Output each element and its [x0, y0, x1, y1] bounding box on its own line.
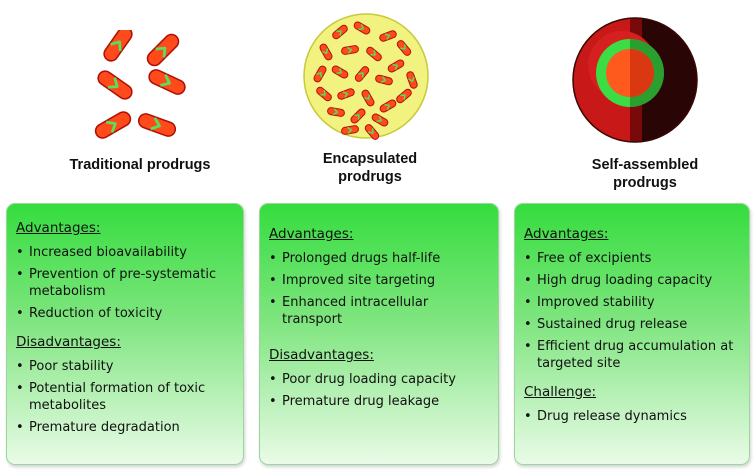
panel-self-assembled-prodrugs: Advantages: Free of excipients High drug…	[514, 203, 750, 465]
prodrug-capsule-icon	[341, 125, 359, 135]
prodrug-capsule-icon	[406, 71, 418, 89]
list-item: Sustained drug release	[524, 316, 741, 333]
prodrug-capsule-icon	[146, 33, 180, 67]
advantages-heading: Advantages:	[269, 226, 354, 242]
list-item: Premature degradation	[16, 419, 235, 436]
prodrug-capsule-icon	[375, 74, 393, 86]
prodrug-capsule-icon	[371, 113, 389, 127]
panel-encapsulated-prodrugs: Advantages: Prolonged drugs half-life Im…	[259, 203, 499, 465]
prodrug-capsule-icon	[103, 30, 133, 62]
list-item: Enhanced intracellular transport	[269, 294, 490, 328]
disadvantages-heading: Disadvantages:	[269, 347, 374, 363]
prodrug-capsule-icon	[350, 108, 366, 124]
prodrug-capsule-icon	[316, 86, 332, 102]
prodrug-capsule-icon	[354, 66, 370, 82]
prodrug-capsule-icon	[97, 70, 133, 100]
list-item: High drug loading capacity	[524, 272, 741, 289]
list-item: Drug release dynamics	[524, 408, 741, 425]
disadvantages-heading: Disadvantages:	[16, 334, 121, 350]
prodrug-capsule-icon	[361, 89, 375, 107]
list-item: Premature drug leakage	[269, 393, 490, 410]
list-item: Poor stability	[16, 358, 235, 375]
prodrug-capsule-icon	[319, 43, 333, 61]
prodrug-capsule-icon	[396, 40, 412, 56]
title-traditional-prodrugs: Traditional prodrugs	[69, 157, 211, 173]
prodrug-capsule-icon	[396, 88, 412, 104]
prodrug-capsule-icon	[366, 46, 382, 62]
prodrug-capsule-icon	[327, 107, 345, 117]
traditional-prodrugs-illustration	[94, 30, 186, 139]
prodrug-capsule-icon	[341, 45, 359, 55]
panel-traditional-prodrugs: Advantages: Increased bioavailability Pr…	[6, 203, 244, 465]
challenge-heading: Challenge:	[524, 384, 597, 400]
prodrug-capsule-icon	[379, 30, 397, 42]
list-item: Prevention of pre-systematic metabolism	[16, 266, 235, 300]
advantages-list: Prolonged drugs half-life Improved site …	[269, 250, 490, 328]
advantages-list: Free of excipients High drug loading cap…	[524, 250, 741, 372]
challenge-list: Drug release dynamics	[524, 408, 741, 425]
prodrug-capsule-icon	[148, 69, 186, 95]
prodrug-capsule-icon	[332, 24, 348, 40]
prodrug-capsule-icon	[313, 65, 327, 83]
list-item: Prolonged drugs half-life	[269, 250, 490, 267]
prodrug-capsule-icon	[137, 113, 177, 137]
list-item: Poor drug loading capacity	[269, 371, 490, 388]
advantages-heading: Advantages:	[524, 226, 609, 242]
self-assembled-prodrugs-illustration	[572, 17, 698, 143]
list-item: Efficient drug accumulation at targeted …	[524, 338, 741, 372]
prodrug-capsule-icon	[353, 21, 371, 35]
list-item: Improved site targeting	[269, 272, 490, 289]
list-item: Improved stability	[524, 294, 741, 311]
prodrug-capsule-icon	[364, 124, 380, 140]
disadvantages-list: Poor stability Potential formation of to…	[16, 358, 235, 436]
prodrug-capsule-icon	[331, 65, 349, 79]
prodrug-capsule-icon	[94, 111, 132, 139]
prodrug-capsule-icon	[337, 88, 355, 100]
advantages-heading: Advantages:	[16, 220, 101, 236]
list-item: Potential formation of toxic metabolites	[16, 380, 235, 414]
title-encapsulated-prodrugs: Encapsulated prodrugs	[322, 151, 418, 185]
advantages-list: Increased bioavailability Prevention of …	[16, 244, 235, 322]
disadvantages-list: Poor drug loading capacity Premature dru…	[269, 371, 490, 410]
list-item: Increased bioavailability	[16, 244, 235, 261]
encapsulated-prodrugs-illustration	[303, 13, 429, 140]
title-self-assembled-prodrugs: Self-assembled prodrugs	[591, 157, 699, 191]
list-item: Free of excipients	[524, 250, 741, 267]
list-item: Reduction of toxicity	[16, 305, 235, 322]
prodrug-capsule-icon	[387, 59, 405, 73]
prodrug-capsule-icon	[379, 99, 397, 113]
